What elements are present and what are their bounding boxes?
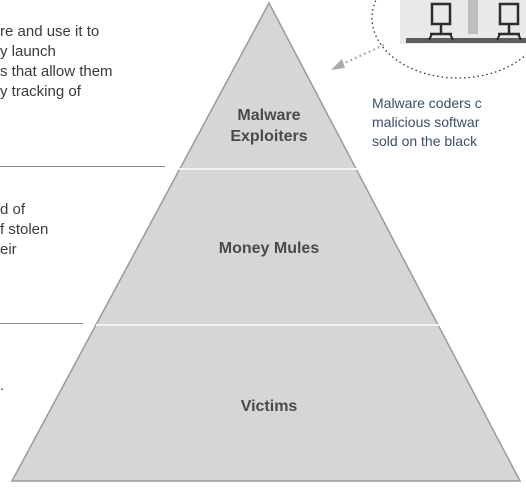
left-text-line: y tracking of [0, 83, 81, 100]
arrow-head-icon [331, 59, 345, 70]
office-desk-icon [400, 0, 526, 44]
left-text-line: s that allow them [0, 63, 113, 80]
tier-label-line: Malware [237, 107, 301, 124]
callout-text-line: sold on the black [372, 133, 478, 149]
callout-arrow [337, 44, 385, 67]
left-text-line: y launch [0, 43, 56, 60]
left-text-line: . [0, 377, 5, 394]
divider-line [0, 323, 83, 324]
pyramid-shape [10, 1, 522, 482]
tier-label-malware-exploiters: Malware Exploiters [204, 105, 334, 147]
left-text-line: eir [0, 241, 17, 258]
callout-text-line: malicious softwar [372, 114, 480, 130]
left-text-line: re and use it to [0, 23, 100, 40]
left-text-line: f stolen [0, 221, 49, 238]
divider-line [0, 166, 165, 167]
tier-label-line: Exploiters [230, 128, 308, 145]
callout-ellipse [371, 0, 526, 79]
tier-label-victims: Victims [240, 398, 298, 415]
left-text-line: d of [0, 201, 26, 218]
callout-text-line: Malware coders c [372, 95, 482, 111]
tier-label-money-mules: Money Mules [218, 240, 320, 257]
